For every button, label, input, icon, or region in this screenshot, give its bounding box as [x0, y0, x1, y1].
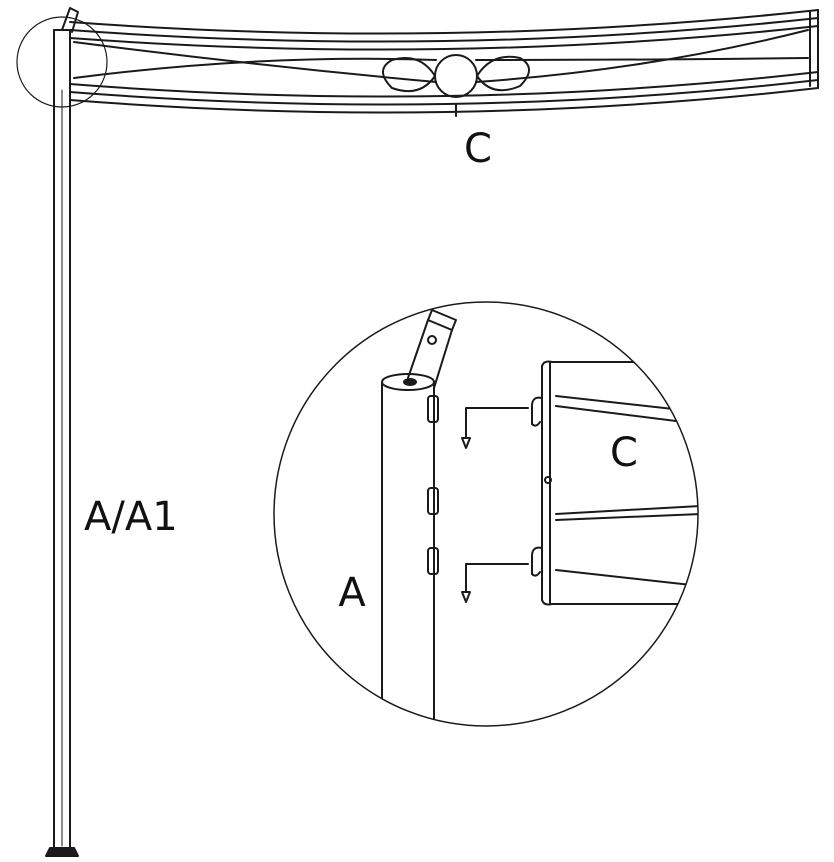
post-a	[45, 7, 79, 857]
detail-post	[381, 309, 457, 726]
label-detail-beam-c: C	[610, 430, 638, 476]
label-beam-c: C	[464, 126, 492, 172]
label-post-a-a1: A/A1	[84, 494, 178, 540]
detail-beam	[531, 360, 698, 606]
label-detail-post-a: A	[338, 570, 366, 616]
detail-view	[273, 301, 699, 727]
insertion-arrows	[461, 407, 529, 603]
zoom-indicator-circle	[16, 16, 108, 108]
beam-c	[69, 9, 819, 117]
